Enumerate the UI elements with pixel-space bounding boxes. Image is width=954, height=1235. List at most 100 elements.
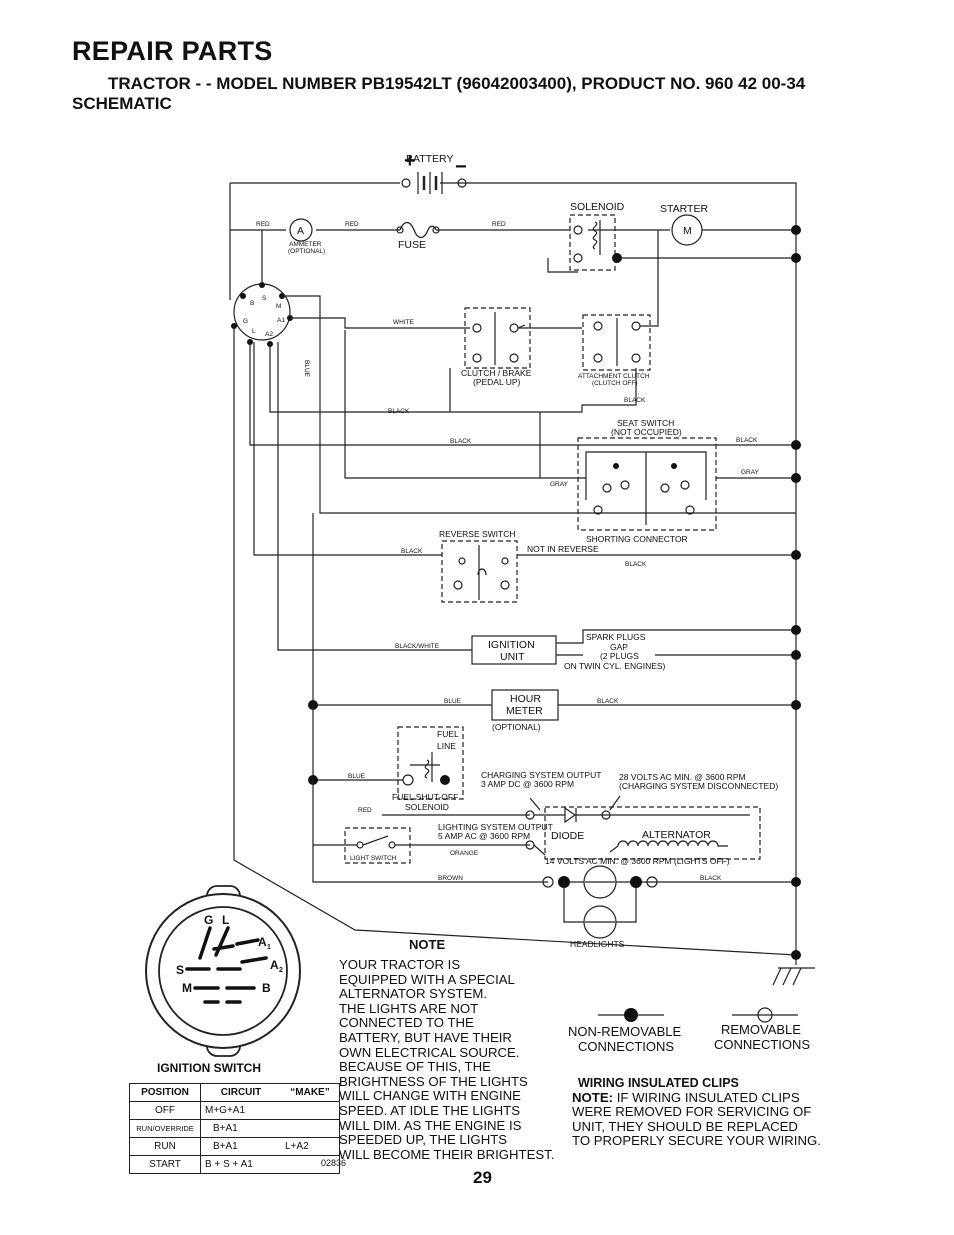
alternator-label: ALTERNATOR (642, 829, 711, 841)
svg-text:(NOT OCCUPIED): (NOT OCCUPIED) (611, 427, 682, 437)
svg-text:BLACK: BLACK (388, 408, 410, 415)
svg-text:14 VOLTS AC MIN. @ 3600 RPM (L: 14 VOLTS AC MIN. @ 3600 RPM (LIGHTS OFF) (545, 856, 730, 866)
legend-non-removable: NON-REMOVABLE CONNECTIONS (568, 1008, 681, 1054)
svg-text:3 AMP DC @ 3600 RPM: 3 AMP DC @ 3600 RPM (481, 779, 574, 789)
svg-text:A2: A2 (265, 331, 273, 338)
seat-switch-label: SEAT SWITCH (617, 418, 674, 428)
battery-minus-label: − (455, 156, 467, 178)
svg-text:GRAY: GRAY (741, 469, 760, 476)
note-heading: NOTE (409, 937, 446, 952)
svg-text:(PEDAL UP): (PEDAL UP) (473, 377, 521, 387)
svg-text:GAP: GAP (610, 642, 628, 652)
svg-text:BLACK: BLACK (736, 437, 758, 444)
section-title: SCHEMATIC (72, 94, 172, 113)
fuse-icon (399, 221, 437, 239)
svg-text:BLACK: BLACK (597, 698, 619, 705)
svg-text:G: G (204, 913, 213, 927)
svg-text:WHITE: WHITE (393, 319, 415, 326)
svg-text:(CHARGING SYSTEM DISCONNECTED): (CHARGING SYSTEM DISCONNECTED) (619, 781, 778, 791)
svg-text:G: G (243, 318, 248, 325)
svg-text:A: A (270, 958, 279, 972)
page-number: 29 (473, 1168, 492, 1187)
svg-text:2: 2 (279, 967, 283, 974)
svg-text:BLUE: BLUE (303, 360, 310, 378)
svg-text:S: S (262, 295, 267, 302)
svg-text:A: A (258, 935, 267, 949)
svg-text:ON TWIN CYL. ENGINES): ON TWIN CYL. ENGINES) (564, 661, 666, 671)
svg-text:CLUTCH / BRAKE: CLUTCH / BRAKE (461, 368, 532, 378)
shorting-connector-label: SHORTING CONNECTOR (586, 534, 688, 544)
fuel-shutoff-solenoid (397, 726, 464, 800)
svg-text:RED: RED (345, 221, 359, 228)
svg-text:HOUR: HOUR (510, 693, 541, 705)
seat-switch (577, 437, 717, 531)
starter-label: STARTER (660, 203, 708, 215)
svg-text:LIGHT SWITCH: LIGHT SWITCH (350, 855, 397, 862)
ignition-switch-connector (233, 283, 291, 341)
svg-text:BLUE: BLUE (348, 773, 366, 780)
ignition-unit (471, 635, 557, 665)
svg-text:A1: A1 (277, 317, 285, 324)
legend-removable: REMOVABLE CONNECTIONS (714, 1007, 810, 1052)
svg-text:BLACK: BLACK (401, 548, 423, 555)
svg-text:FUEL SHUT-OFF: FUEL SHUT-OFF (392, 792, 458, 802)
svg-text:S: S (176, 963, 184, 977)
svg-text:M: M (276, 303, 281, 310)
reverse-switch (441, 540, 518, 603)
svg-text:L: L (252, 328, 256, 335)
battery-plus-label: + (404, 150, 416, 172)
ground-symbol (772, 967, 815, 986)
svg-text:BLACK: BLACK (450, 438, 472, 445)
clips-body: WERE REMOVED FOR SERVICING OF UNIT, THEY… (572, 1104, 821, 1149)
svg-text:METER: METER (506, 705, 543, 717)
ignition-switch-label: IGNITION SWITCH (157, 1061, 261, 1075)
reverse-switch-label: REVERSE SWITCH (439, 529, 516, 539)
svg-text:LIGHTING SYSTEM OUTPUT: LIGHTING SYSTEM OUTPUT (438, 822, 553, 832)
solenoid-label: SOLENOID (570, 201, 625, 213)
svg-text:SOLENOID: SOLENOID (405, 802, 449, 812)
diode-label: DIODE (551, 830, 584, 842)
svg-text:B: B (262, 981, 271, 995)
note-body: YOUR TRACTOR IS EQUIPPED WITH A SPECIAL … (339, 957, 555, 1162)
svg-text:RED: RED (256, 221, 270, 228)
svg-text:BLACK: BLACK (700, 875, 722, 882)
svg-text:REMOVABLE: REMOVABLE (721, 1022, 801, 1037)
svg-text:BROWN: BROWN (438, 875, 463, 882)
svg-text:(OPTIONAL): (OPTIONAL) (288, 248, 325, 255)
table-header-row: POSITION CIRCUIT “MAKE” (129, 1083, 340, 1102)
svg-text:5 AMP AC @ 3600 RPM: 5 AMP AC @ 3600 RPM (438, 831, 530, 841)
svg-text:RED: RED (358, 807, 372, 814)
table-row: RUN B+A1 L+A2 (129, 1137, 340, 1156)
svg-text:IGNITION: IGNITION (488, 639, 535, 651)
svg-text:GRAY: GRAY (550, 481, 569, 488)
svg-text:(CLUTCH OFF): (CLUTCH OFF) (592, 380, 638, 387)
ignition-switch-diagram: G L A 1 A 2 S M B (145, 885, 301, 1057)
attachment-clutch-switch (582, 314, 651, 371)
svg-text:SPARK PLUGS: SPARK PLUGS (586, 632, 646, 642)
svg-text:B: B (250, 300, 254, 307)
svg-text:(OPTIONAL): (OPTIONAL) (492, 722, 541, 732)
main-bus-wire (230, 182, 797, 965)
svg-text:M: M (182, 981, 192, 995)
table-row: START B + S + A1 (129, 1155, 340, 1174)
ignition-table: POSITION CIRCUIT “MAKE” OFF M+G+A1 RUN/O… (129, 1083, 340, 1174)
svg-text:BLACK/WHITE: BLACK/WHITE (395, 643, 440, 650)
ammeter-icon (289, 218, 313, 242)
svg-text:LINE: LINE (437, 741, 456, 751)
svg-text:ORANGE: ORANGE (450, 850, 479, 857)
clips-heading: WIRING INSULATED CLIPS (578, 1076, 739, 1090)
fuse-label: FUSE (398, 239, 426, 251)
svg-text:AMMETER: AMMETER (289, 241, 322, 248)
svg-text:CHARGING SYSTEM OUTPUT: CHARGING SYSTEM OUTPUT (481, 770, 601, 780)
svg-text:A: A (297, 225, 304, 237)
svg-text:RED: RED (492, 221, 506, 228)
battery-symbol: + − BATTERY (401, 150, 467, 194)
svg-text:1: 1 (267, 944, 271, 951)
svg-text:BLUE: BLUE (444, 698, 462, 705)
table-row: RUN/OVERRIDE B+A1 (129, 1119, 340, 1138)
battery-label: BATTERY (406, 153, 453, 165)
page-title: REPAIR PARTS (72, 36, 273, 66)
svg-text:NOT IN REVERSE: NOT IN REVERSE (527, 544, 599, 554)
svg-text:NON-REMOVABLE: NON-REMOVABLE (568, 1024, 681, 1039)
